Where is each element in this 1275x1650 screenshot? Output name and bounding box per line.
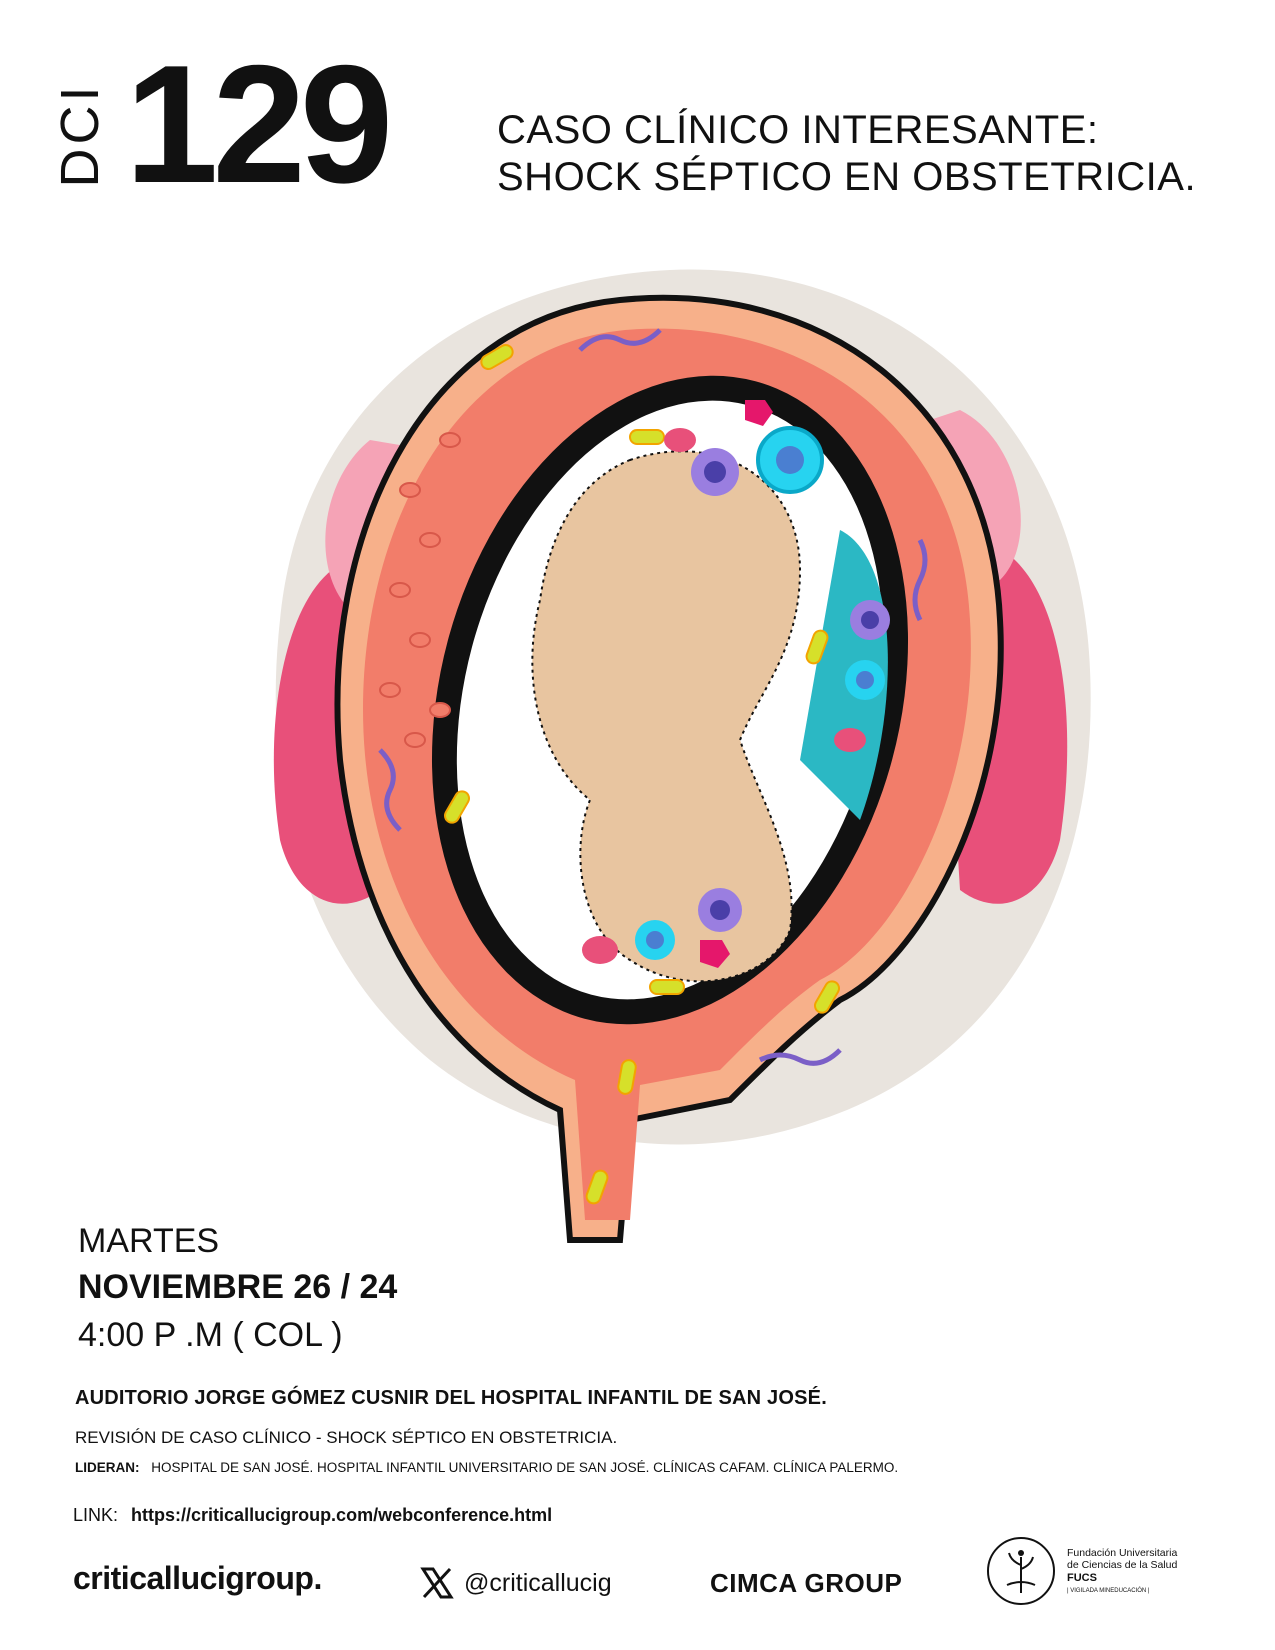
fucs-logo-group: Fundación Universitaria de Ciencias de l… <box>985 1535 1177 1607</box>
x-logo-icon <box>420 1567 454 1599</box>
fucs-line-3: FUCS <box>1067 1571 1097 1584</box>
fetus <box>531 450 802 983</box>
link-row: LINK: https://criticallucigroup.com/webc… <box>73 1505 552 1526</box>
series-label: DCI <box>50 82 110 188</box>
brand-logo: criticallucigroup. <box>73 1560 322 1596</box>
fucs-line-1: Fundación Universitaria <box>1067 1546 1178 1559</box>
event-review: REVISIÓN DE CASO CLÍNICO - SHOCK SÉPTICO… <box>75 1428 618 1447</box>
leaders-line: LIDERAN: HOSPITAL DE SAN JOSÉ. HOSPITAL … <box>75 1460 898 1475</box>
cimca-logo: CIMCA GROUP <box>710 1568 903 1598</box>
fucs-seal-icon <box>987 1537 1055 1605</box>
title-line-2: SHOCK SÉPTICO EN OBSTETRICIA. <box>497 155 1197 199</box>
uterus-sepsis-illustration <box>273 269 1091 1243</box>
link-label: LINK: <box>73 1505 119 1525</box>
leaders-label: LIDERAN: <box>75 1460 140 1475</box>
x-handle-group[interactable]: @criticallucig <box>420 1566 612 1600</box>
fucs-line-4: | VIGILADA MINEDUCACIÓN | <box>1067 1588 1150 1595</box>
event-day: MARTES <box>78 1222 220 1260</box>
purple-worms <box>378 328 928 1066</box>
event-date: NOVIEMBRE 26 / 24 <box>78 1268 398 1306</box>
conference-link[interactable]: https://criticallucigroup.com/webconfere… <box>131 1505 553 1525</box>
pink-cells <box>582 400 866 968</box>
immune-cells <box>635 426 890 960</box>
leaders-list: HOSPITAL DE SAN JOSÉ. HOSPITAL INFANTIL … <box>151 1460 899 1475</box>
session-number: 129 <box>125 30 393 218</box>
fucs-line-2: de Ciencias de la Salud <box>1067 1559 1178 1572</box>
x-handle: @criticallucig <box>464 1568 612 1597</box>
title-line-1: CASO CLÍNICO INTERESANTE: <box>497 108 1099 152</box>
red-cells <box>379 432 461 748</box>
bacteria-yellow <box>444 344 840 1205</box>
event-venue: AUDITORIO JORGE GÓMEZ CUSNIR DEL HOSPITA… <box>75 1387 827 1409</box>
event-time: 4:00 P .M ( COL ) <box>78 1316 343 1354</box>
